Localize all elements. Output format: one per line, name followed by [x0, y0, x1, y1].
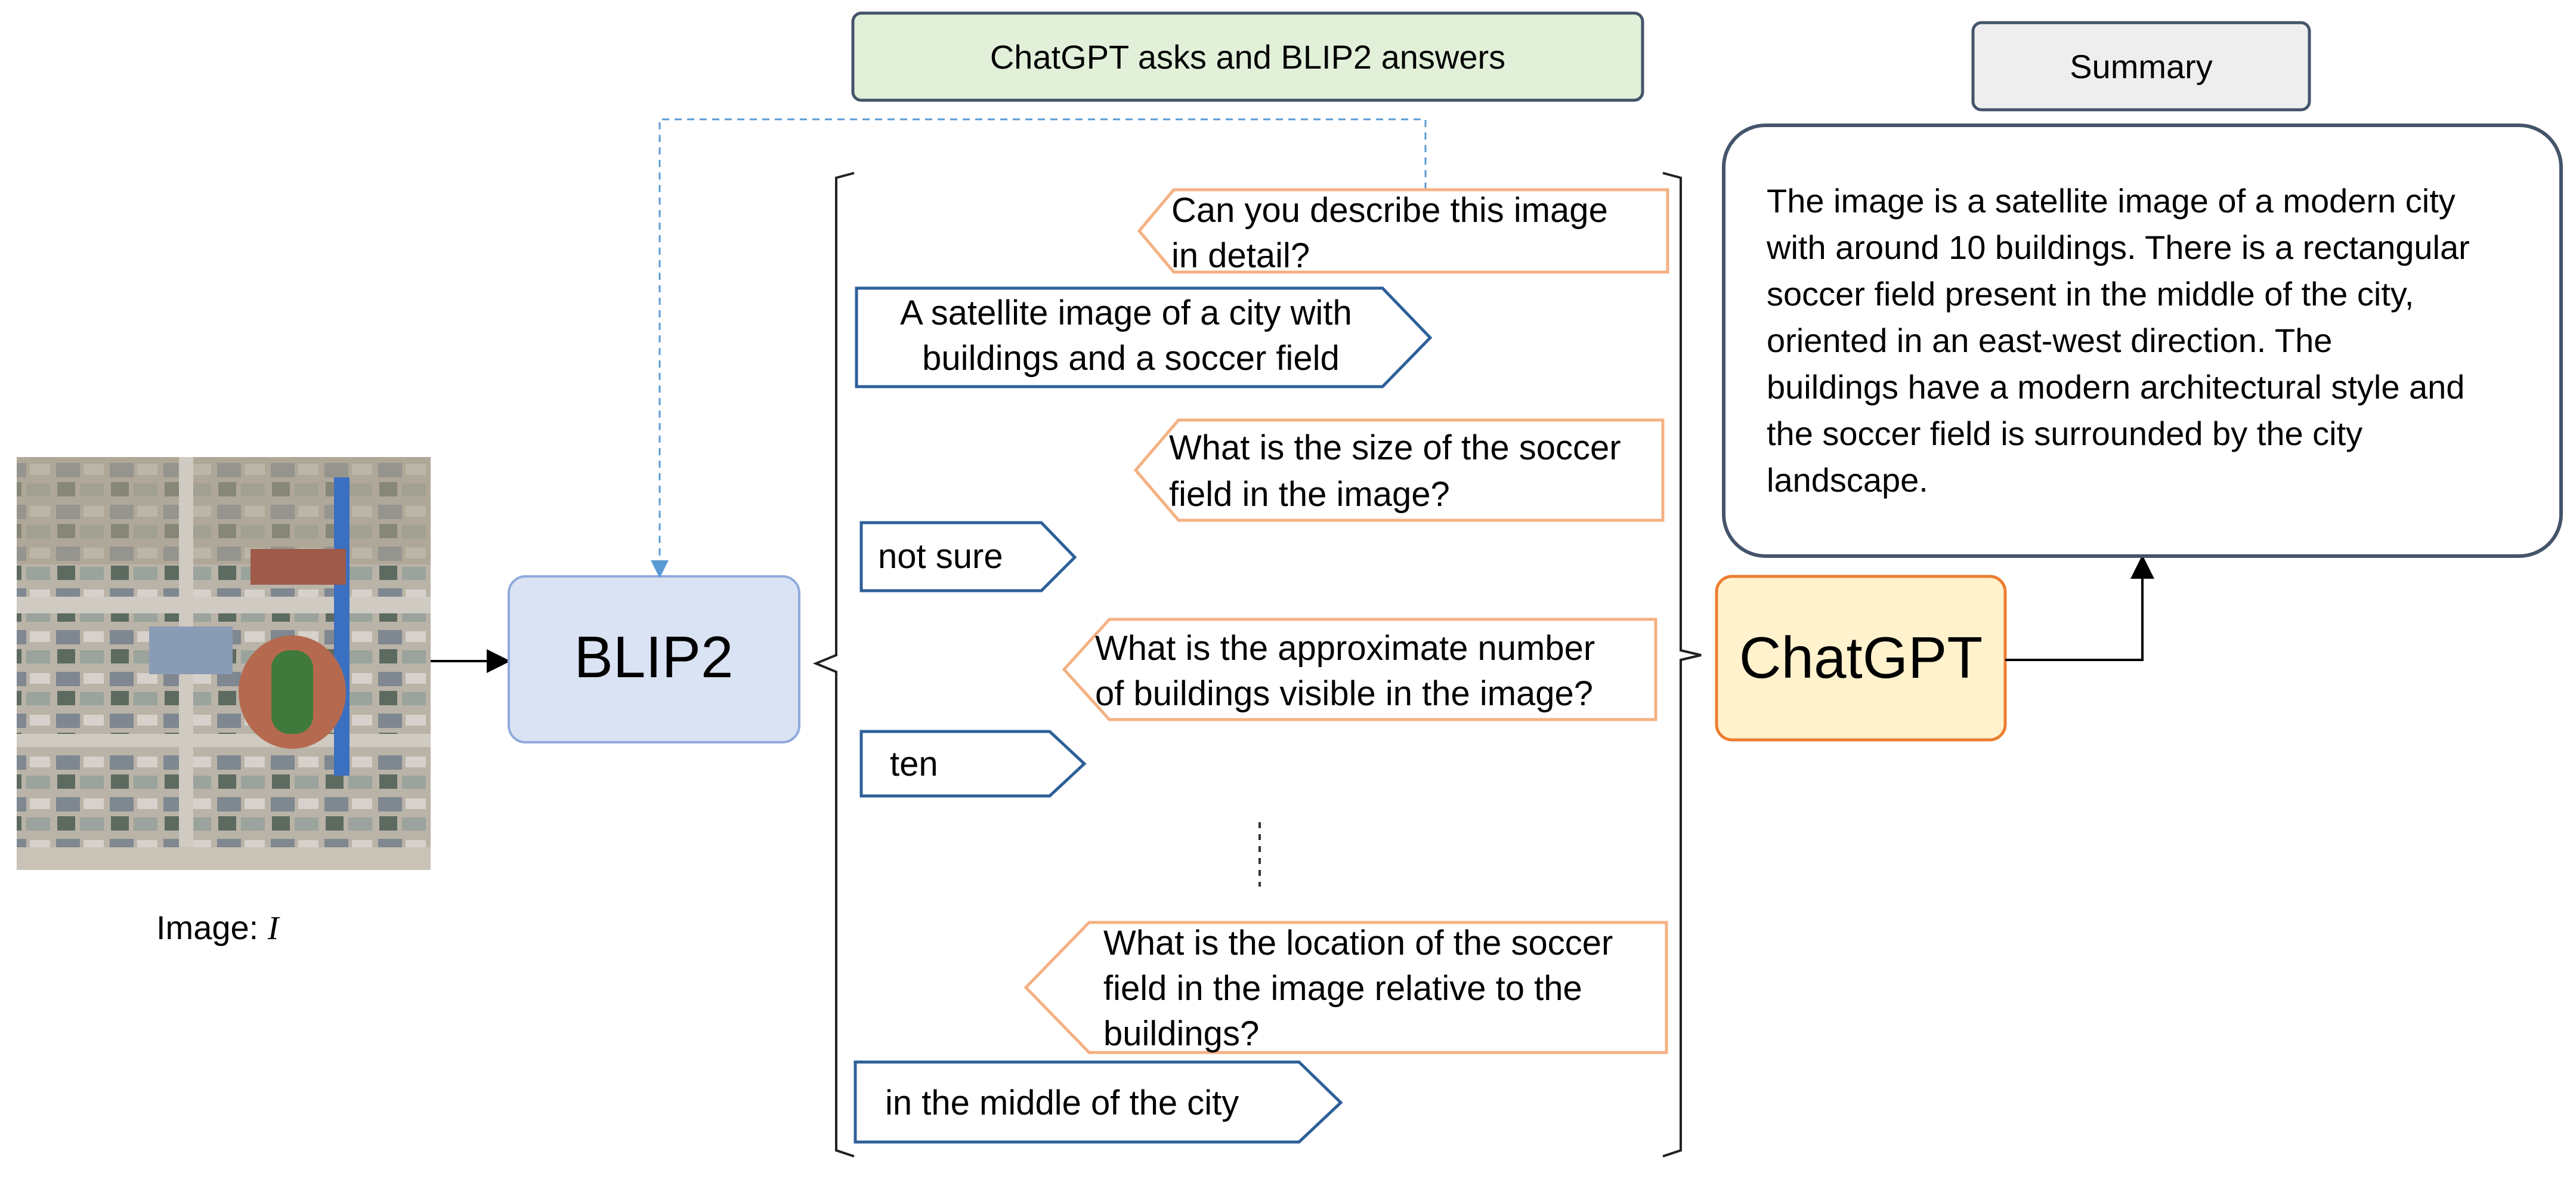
- image-caption-variable: I: [267, 910, 280, 947]
- question-bubble-4: What is the location of the soccer field…: [1023, 921, 1668, 1054]
- svg-text:What is the location of the so: What is the location of the soccer field…: [1103, 924, 1622, 1053]
- blip2-box: BLIP2: [508, 575, 800, 743]
- summary-line-3: soccer field present in the middle of th…: [1767, 275, 2414, 313]
- answer-1-line-1: A satellite image of a city with: [900, 294, 1352, 332]
- question-3-line-2: of buildings visible in the image?: [1095, 674, 1593, 713]
- satellite-image: [17, 457, 431, 870]
- question-2-line-1: What is the size of the soccer: [1169, 428, 1621, 467]
- chatgpt-to-summary-arrow: [2005, 555, 2154, 661]
- question-4-line-2: field in the image relative to the: [1103, 969, 1582, 1008]
- answer-1-line-2: buildings and a soccer field: [922, 339, 1340, 378]
- question-bubble-1: Can you describe this image in detail?: [1137, 188, 1669, 275]
- chatgpt-box: ChatGPT: [1715, 575, 2007, 742]
- summary-title: Summary: [2070, 48, 2213, 85]
- qa-title-box: ChatGPT asks and BLIP2 answers: [851, 11, 1644, 102]
- svg-text:A satellite image of a city wi: A satellite image of a city with buildin…: [900, 294, 1362, 378]
- question-4-line-1: What is the location of the soccer: [1103, 924, 1613, 962]
- svg-text:What is the approximate number: What is the approximate number of buildi…: [1095, 629, 1604, 713]
- question-3-line-1: What is the approximate number: [1095, 629, 1595, 668]
- summary-line-2: with around 10 buildings. There is a rec…: [1766, 229, 2470, 266]
- svg-text:The image is a satellite image: The image is a satellite image of a mode…: [1766, 182, 2479, 499]
- svg-text:What is the size of the soccer: What is the size of the soccer field in …: [1169, 428, 1631, 514]
- answer-bubble-3: ten: [859, 730, 1087, 798]
- question-feedback-arrow: [651, 118, 1427, 578]
- summary-line-5: buildings have a modern architectural st…: [1767, 368, 2464, 406]
- blip2-label: BLIP2: [574, 624, 734, 690]
- summary-box: The image is a satellite image of a mode…: [1722, 124, 2563, 558]
- image-caption-prefix: Image:: [156, 909, 268, 946]
- answer-bubble-1: A satellite image of a city with buildin…: [855, 286, 1433, 388]
- answer-bubble-2: not sure: [859, 521, 1077, 592]
- summary-line-7: landscape.: [1767, 461, 1928, 499]
- question-bubble-3: What is the approximate number of buildi…: [1062, 618, 1657, 721]
- chatgpt-label: ChatGPT: [1739, 625, 1983, 690]
- question-bubble-2: What is the size of the soccer field in …: [1133, 418, 1665, 522]
- question-2-line-2: field in the image?: [1169, 475, 1450, 514]
- question-4-line-3: buildings?: [1103, 1014, 1259, 1053]
- summary-line-4: oriented in an east-west direction. The: [1767, 322, 2332, 359]
- summary-title-box: Summary: [1971, 21, 2311, 112]
- summary-line-6: the soccer field is surrounded by the ci…: [1767, 415, 2362, 452]
- qa-title: ChatGPT asks and BLIP2 answers: [990, 38, 1505, 76]
- answer-4-line-1: in the middle of the city: [885, 1084, 1239, 1122]
- answer-bubble-4: in the middle of the city: [853, 1060, 1343, 1144]
- question-1-line-1: Can you describe this image: [1171, 191, 1608, 230]
- image-caption: Image: I: [156, 909, 280, 947]
- answer-3-line-1: ten: [890, 745, 938, 783]
- dialogue-right-brace: [1662, 172, 1702, 1158]
- answer-2-line-1: not sure: [878, 537, 1003, 576]
- svg-text:Can you describe this image: Can you describe this image in detail?: [1171, 191, 1618, 275]
- question-1-line-2: in detail?: [1171, 236, 1310, 275]
- summary-line-1: The image is a satellite image of a mode…: [1767, 182, 2456, 220]
- dialogue-left-brace: [812, 172, 855, 1158]
